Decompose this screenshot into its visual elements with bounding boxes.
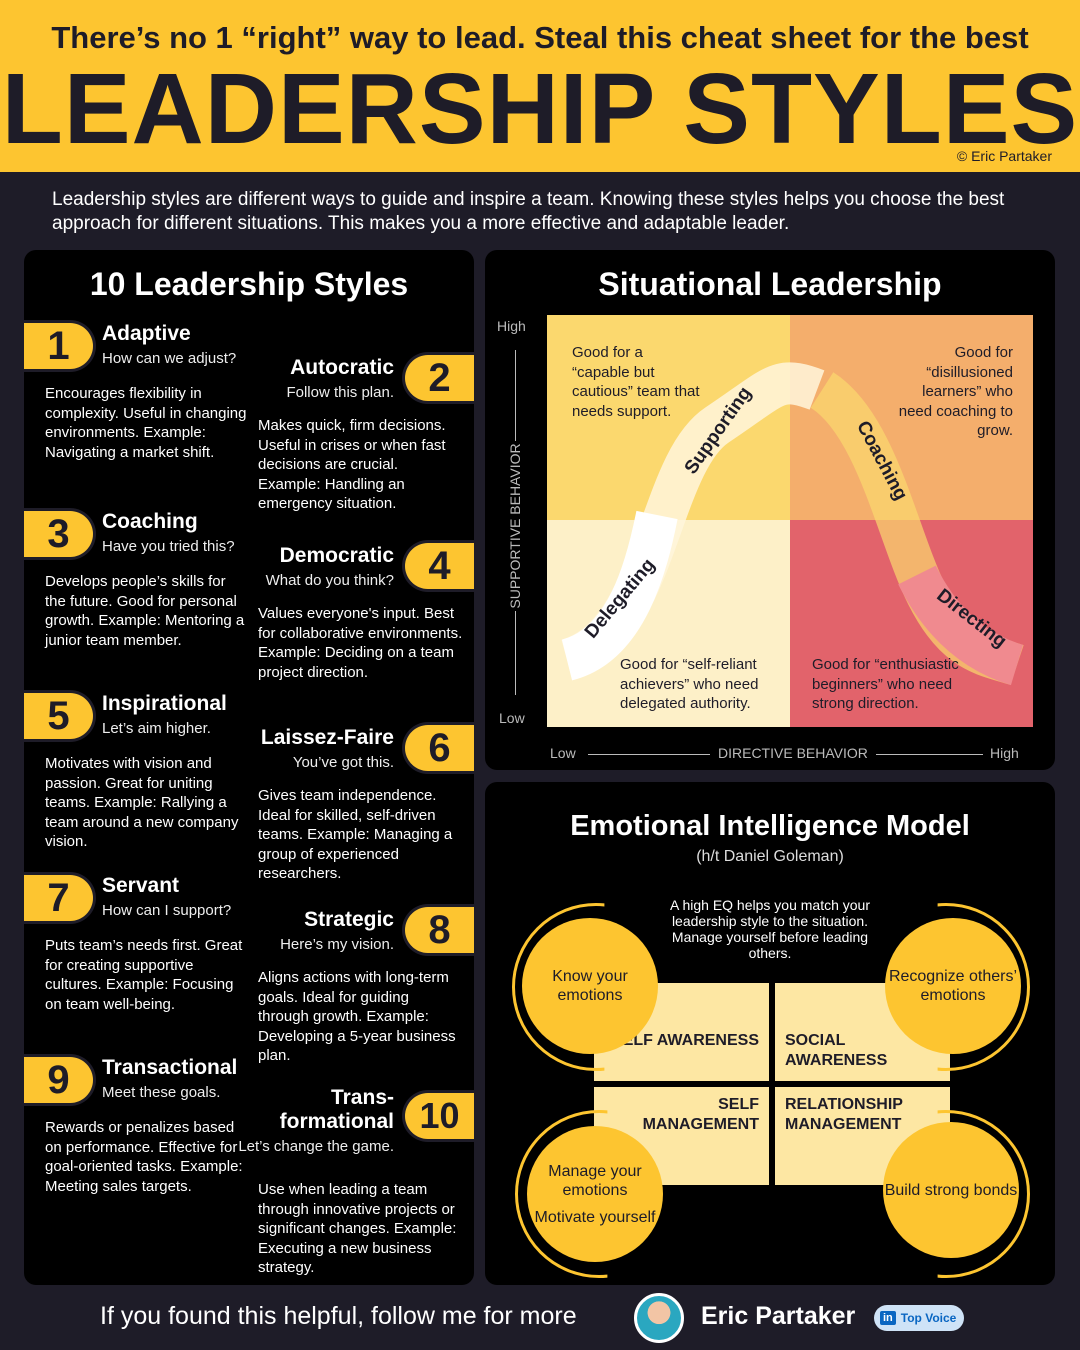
style-number-badge: 10 [402,1090,474,1142]
eq-title: Emotional Intelligence Model [570,810,970,842]
style-description: Aligns actions with long-term goals. Ide… [258,969,456,1064]
style-description: Makes quick, firm decisions. Useful in c… [258,417,446,512]
style-number-badge: 9 [24,1054,96,1106]
quadrant-tl-text: Good for a “capable but cautious” team t… [572,344,700,420]
styles-panel: 10 Leadership Styles [24,250,474,1285]
style-name: Inspirational [102,692,227,715]
style-name: Transactional [102,1056,238,1079]
style-quote: Here’s my vision. [280,936,394,953]
quadrant-br-text: Good for “enthusiastic beginners” who ne… [812,656,959,712]
x-high: High [990,745,1019,761]
x-axis-label: DIRECTIVE BEHAVIOR [710,745,876,761]
style-number-badge: 8 [402,904,474,956]
footer-name[interactable]: Eric Partaker [701,1302,856,1330]
style-quote: Let’s aim higher. [102,720,211,737]
style-number-badge: 4 [402,540,474,592]
y-low: Low [499,710,525,726]
style-number-badge: 5 [24,690,96,742]
quadrant-bl-text: Good for “self-reliant achievers” who ne… [620,656,759,712]
style-name: Adaptive [102,322,191,345]
style-quote: Have you tried this? [102,538,235,555]
style-quote: Follow this plan. [286,384,394,401]
avatar[interactable] [634,1293,684,1343]
circle-build-bonds: Build strong bonds [883,1122,1019,1258]
style-description: Motivates with vision and passion. Great… [45,755,239,850]
style-quote: You’ve got this. [292,754,394,771]
eq-note: A high EQ helps you match your leadershi… [670,897,870,961]
style-description: Values everyone's input. Best for collab… [258,605,463,681]
style-quote: What do you think? [265,572,394,589]
circle-text-2: Motivate yourself [534,1208,656,1226]
y-axis-label: SUPPORTIVE BEHAVIOR [507,441,523,611]
style-quote: How can we adjust? [102,350,237,367]
style-name: Laissez-Faire [260,726,394,749]
style-number-badge: 3 [24,508,96,560]
style-quote: Meet these goals. [102,1084,221,1101]
style-number-badge: 1 [24,320,96,372]
situational-curve [559,362,1024,686]
page-title: LEADERSHIP STYLES [1,53,1079,165]
circle-recognize-emotions: Recognize others’ emotions [885,918,1021,1054]
style-name: Autocratic [290,356,394,379]
style-name: Strategic [304,908,394,931]
quadrant-tr-text: Good for “disillusioned learners” who ne… [898,344,1013,439]
style-description: Encourages flexibility in complexity. Us… [45,385,247,461]
style-number-badge: 6 [402,722,474,774]
styles-panel-title: 10 Leadership Styles [89,266,409,302]
style-description: Develops people’s skills for the future.… [45,573,245,649]
circle-text: Manage your emotions [548,1162,642,1199]
x-low: Low [550,745,576,761]
copyright: © Eric Partaker [956,148,1052,164]
style-description: Rewards or penalizes based on performanc… [45,1119,243,1195]
intro-text: Leadership styles are different ways to … [52,189,1005,234]
situational-title: Situational Leadership [598,266,942,302]
style-quote: How can I support? [102,902,232,919]
style-name: Servant [102,874,180,897]
style-description: Gives team independence. Ideal for skill… [258,787,453,882]
style-name: Democratic [279,544,394,567]
header-subtitle: There’s no 1 “right” way to lead. Steal … [51,20,1029,55]
style-number-badge: 7 [24,872,96,924]
y-high: High [497,318,526,334]
circle-text: Know your emotions [552,968,628,1004]
linkedin-icon: in [880,1311,896,1325]
style-number-badge: 2 [402,352,474,404]
style-description: Use when leading a team through innovati… [258,1181,457,1276]
circle-text: Recognize others’ emotions [888,968,1018,1004]
badge-label: Top Voice [900,1311,957,1325]
style-quote: Let’s change the game. [238,1138,394,1155]
circle-text: Build strong bonds [884,1181,1018,1199]
circle-know-emotions: Know your emotions [522,918,658,1054]
eq-credit: (h/t Daniel Goleman) [696,848,844,865]
footer-cta: If you found this helpful, follow me for… [100,1302,577,1330]
style-name: Trans- formational [279,1086,394,1133]
top-voice-badge: in Top Voice [874,1305,964,1331]
style-description: Puts team’s needs first. Great for creat… [45,937,243,1013]
style-name: Coaching [102,510,198,533]
header-banner [0,0,1080,172]
